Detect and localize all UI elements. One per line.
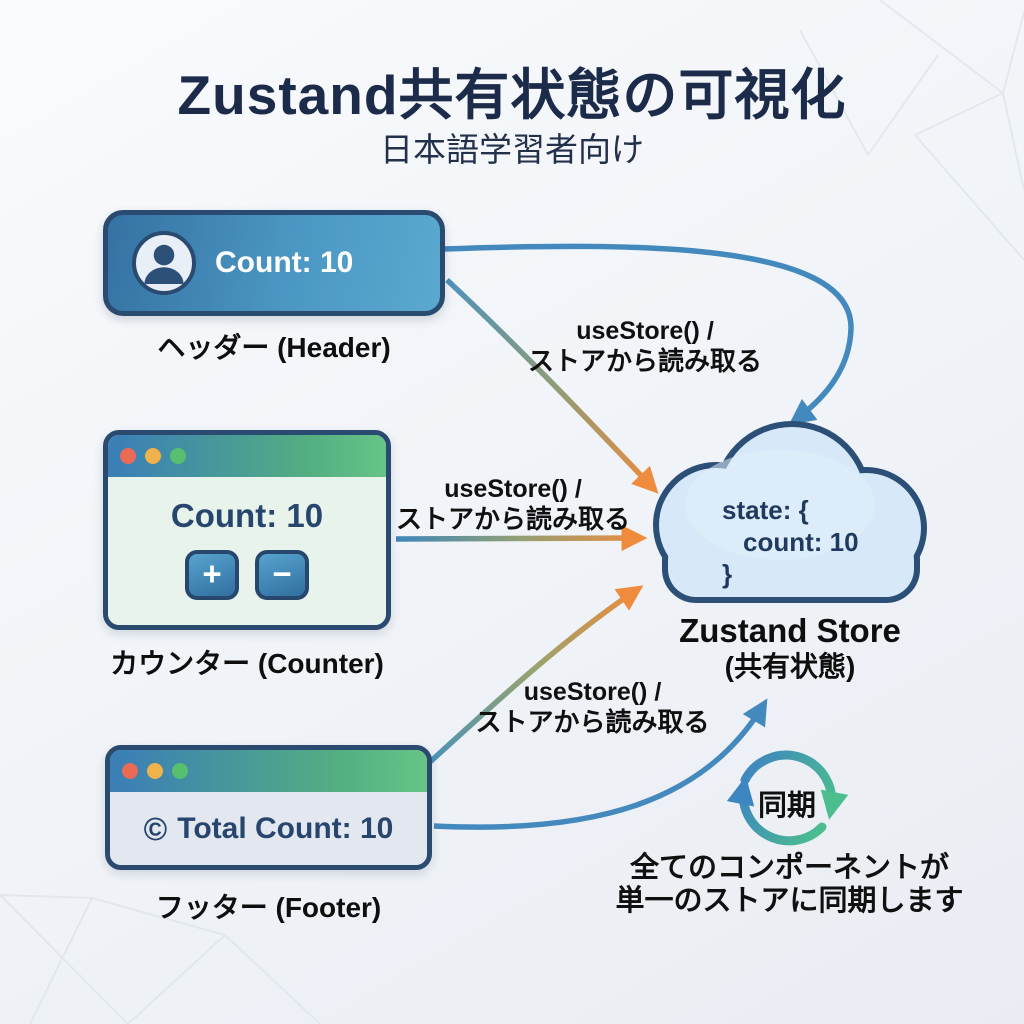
read-label-line1: useStore() /: [523, 678, 662, 706]
header-to-store-read-arrow: [445, 277, 659, 494]
header-count-text: Count: 10: [215, 246, 354, 279]
read-label-line2: ストアから読み取る: [395, 504, 630, 534]
window-minimize-dot: [145, 448, 161, 464]
counter-to-store-read-arrow: [395, 525, 648, 552]
store-name: Zustand Store: [679, 612, 901, 649]
increment-button[interactable]: +: [185, 550, 239, 600]
sync-icon: [726, 750, 849, 846]
read-label-header: useStore() / ストアから読み取る: [495, 317, 795, 377]
person-icon: [144, 244, 184, 284]
copyright-icon: ©: [143, 810, 168, 847]
store-cloud-icon: [653, 421, 927, 603]
footer-titlebar: [110, 750, 427, 792]
counter-titlebar: [108, 435, 386, 477]
read-label-footer: useStore() / ストアから読み取る: [445, 678, 740, 738]
sync-caption: 全てのコンポーネントが 単一のストアに同期します: [607, 852, 972, 918]
footer-caption: フッター (Footer): [155, 892, 382, 923]
store-state-code: state: { count: 10 }: [722, 494, 859, 590]
sync-label: 同期: [757, 790, 816, 822]
read-label-line2: ストアから読み取る: [527, 346, 762, 376]
page-title: Zustand共有状態の可視化: [177, 64, 847, 126]
store-state-line3: }: [722, 559, 733, 589]
store-name-subtitle: (共有状態): [724, 651, 856, 682]
read-label-counter: useStore() / ストアから読み取る: [368, 475, 658, 535]
window-maximize-dot: [172, 763, 188, 779]
read-label-line2: ストアから読み取る: [475, 707, 710, 737]
header-component: Count: 10: [103, 210, 445, 316]
user-avatar-icon: [132, 231, 196, 295]
window-close-dot: [120, 448, 136, 464]
decrement-button[interactable]: −: [255, 550, 309, 600]
store-state-line2: count: 10: [743, 527, 859, 557]
counter-body: Count: 10 + −: [108, 477, 386, 625]
counter-window: Count: 10 + −: [103, 430, 391, 630]
window-close-dot: [122, 763, 138, 779]
read-label-line1: useStore() /: [444, 475, 582, 503]
counter-count-text: Count: 10: [170, 497, 324, 534]
header-to-store-top-arrow: [443, 243, 854, 425]
sync-caption-line1: 全てのコンポーネントが: [629, 852, 949, 884]
footer-to-store-read-arrow: [428, 585, 644, 765]
read-label-line1: useStore() /: [576, 317, 714, 345]
window-maximize-dot: [170, 448, 186, 464]
footer-count-text: Total Count: 10: [177, 811, 394, 845]
store-state-line1: state: {: [722, 495, 809, 525]
window-minimize-dot: [147, 763, 163, 779]
page-subtitle: 日本語学習者向け: [380, 131, 644, 168]
header-caption: ヘッダー (Header): [157, 332, 391, 363]
sync-caption-line2: 単一のストアに同期します: [615, 885, 964, 917]
footer-body: © Total Count: 10: [110, 792, 427, 865]
footer-window: © Total Count: 10: [105, 745, 432, 870]
counter-caption: カウンター (Counter): [110, 648, 384, 679]
footer-to-store-sync-arrow: [433, 698, 768, 830]
